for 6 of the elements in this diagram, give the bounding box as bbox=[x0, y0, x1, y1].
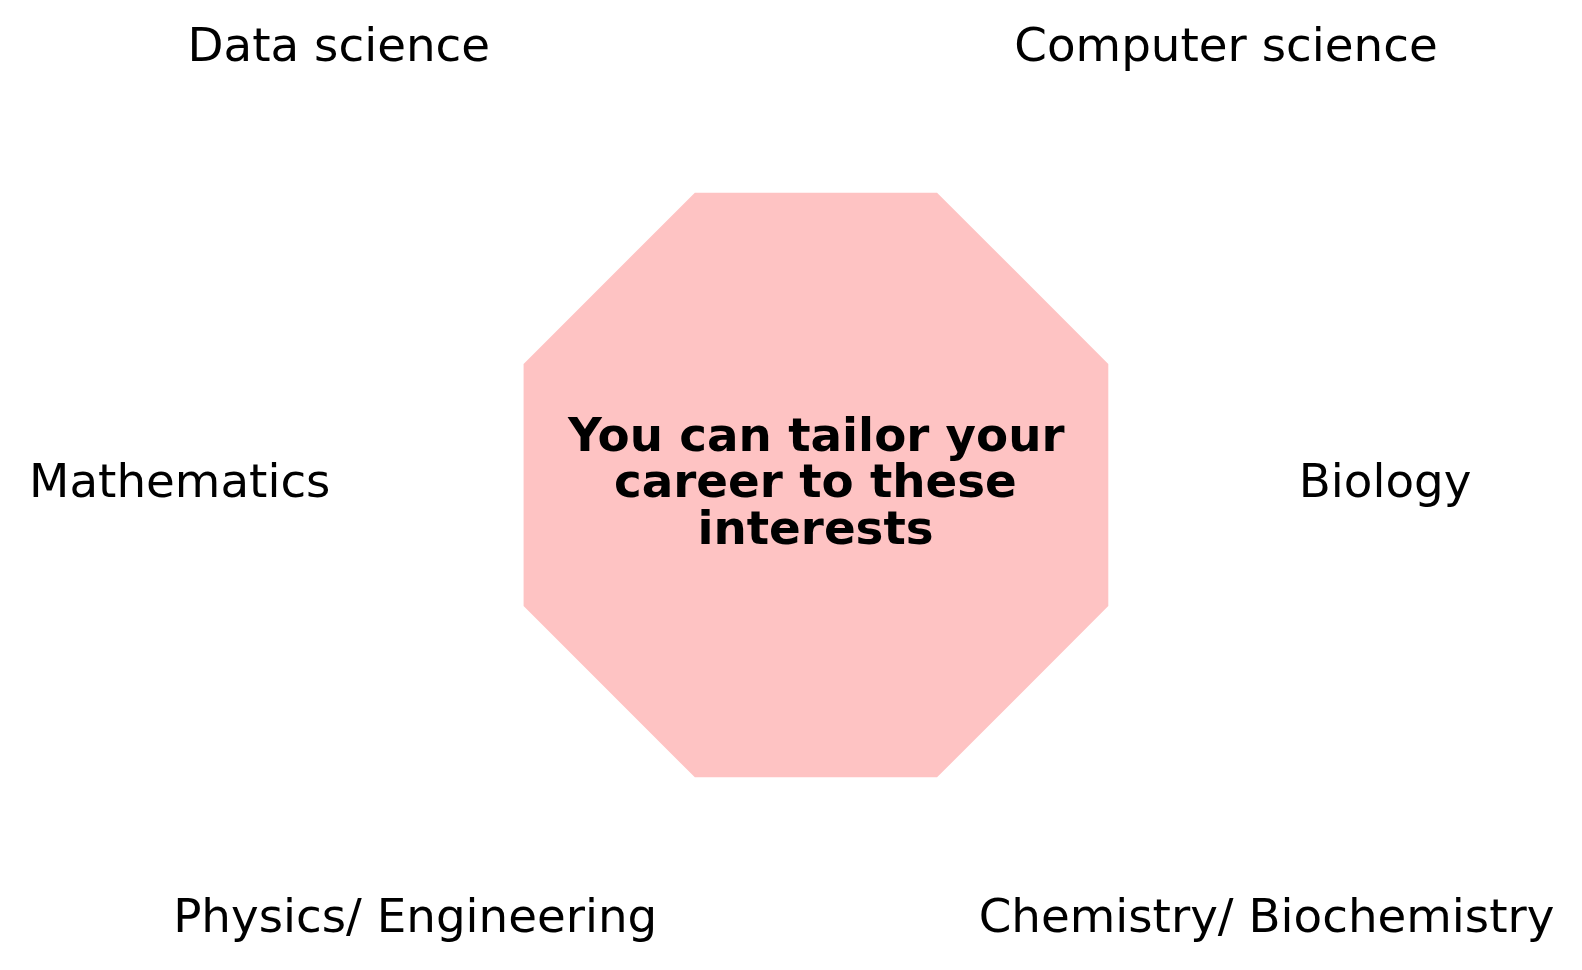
label: Biology bbox=[1298, 453, 1472, 508]
label: Chemistry/ Biochemistry bbox=[978, 889, 1555, 944]
label: Data science bbox=[187, 17, 491, 72]
label: Computer science bbox=[1014, 17, 1438, 72]
label: Physics/ Engineering bbox=[173, 889, 658, 944]
label: Mathematics bbox=[29, 453, 331, 508]
